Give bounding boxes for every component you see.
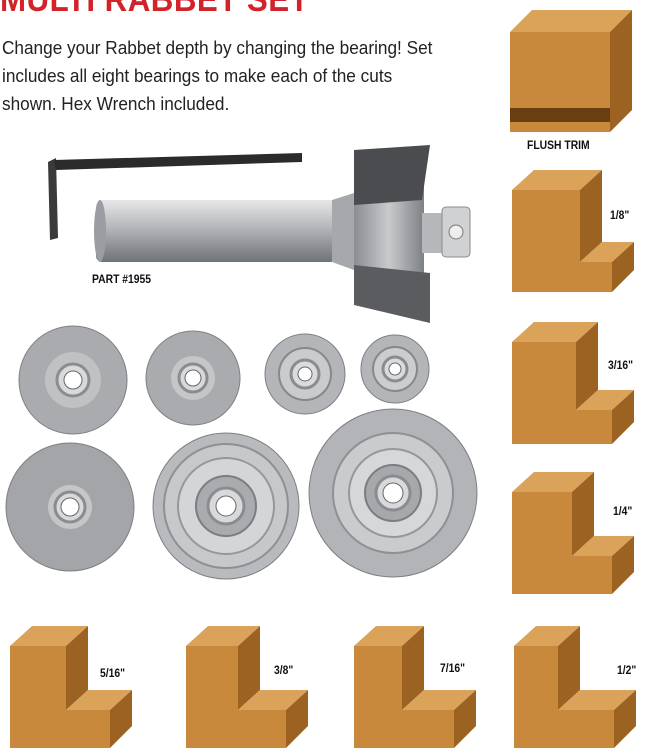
bearing-icon bbox=[145, 330, 241, 426]
bearing-icon bbox=[360, 334, 430, 404]
cut-label-3-16: 3/16" bbox=[608, 360, 634, 372]
part-number-label: PART #1955 bbox=[92, 274, 152, 286]
bearing-icon bbox=[308, 408, 478, 578]
cut-label-1-8: 1/8" bbox=[610, 210, 630, 222]
bearing-icon bbox=[152, 432, 300, 580]
hex-wrench-icon bbox=[40, 150, 310, 250]
bearing-icon bbox=[5, 442, 135, 572]
cut-label-1-2: 1/2" bbox=[617, 665, 637, 677]
router-bit-icon bbox=[92, 145, 482, 330]
product-description: Change your Rabbet depth by changing the… bbox=[2, 37, 433, 114]
bearing-icon bbox=[264, 333, 346, 415]
cut-label-3-8: 3/8" bbox=[274, 665, 294, 677]
cut-label-7-16: 7/16" bbox=[440, 663, 466, 675]
wood-block-3-8 bbox=[186, 626, 308, 751]
wood-block-1-2 bbox=[514, 626, 636, 751]
bearing-icon bbox=[18, 325, 128, 435]
wood-block-flush-trim bbox=[510, 10, 632, 135]
wood-block-1-8 bbox=[512, 170, 634, 295]
cut-label-1-4: 1/4" bbox=[613, 506, 633, 518]
cut-label-flush-trim: FLUSH TRIM bbox=[527, 140, 590, 152]
wood-block-3-16 bbox=[512, 322, 634, 447]
wood-block-5-16 bbox=[10, 626, 132, 751]
wood-block-1-4 bbox=[512, 472, 634, 597]
page-title: MULTI RABBET SET bbox=[0, 0, 310, 19]
wood-block-7-16 bbox=[354, 626, 476, 751]
cut-label-5-16: 5/16" bbox=[100, 668, 126, 680]
